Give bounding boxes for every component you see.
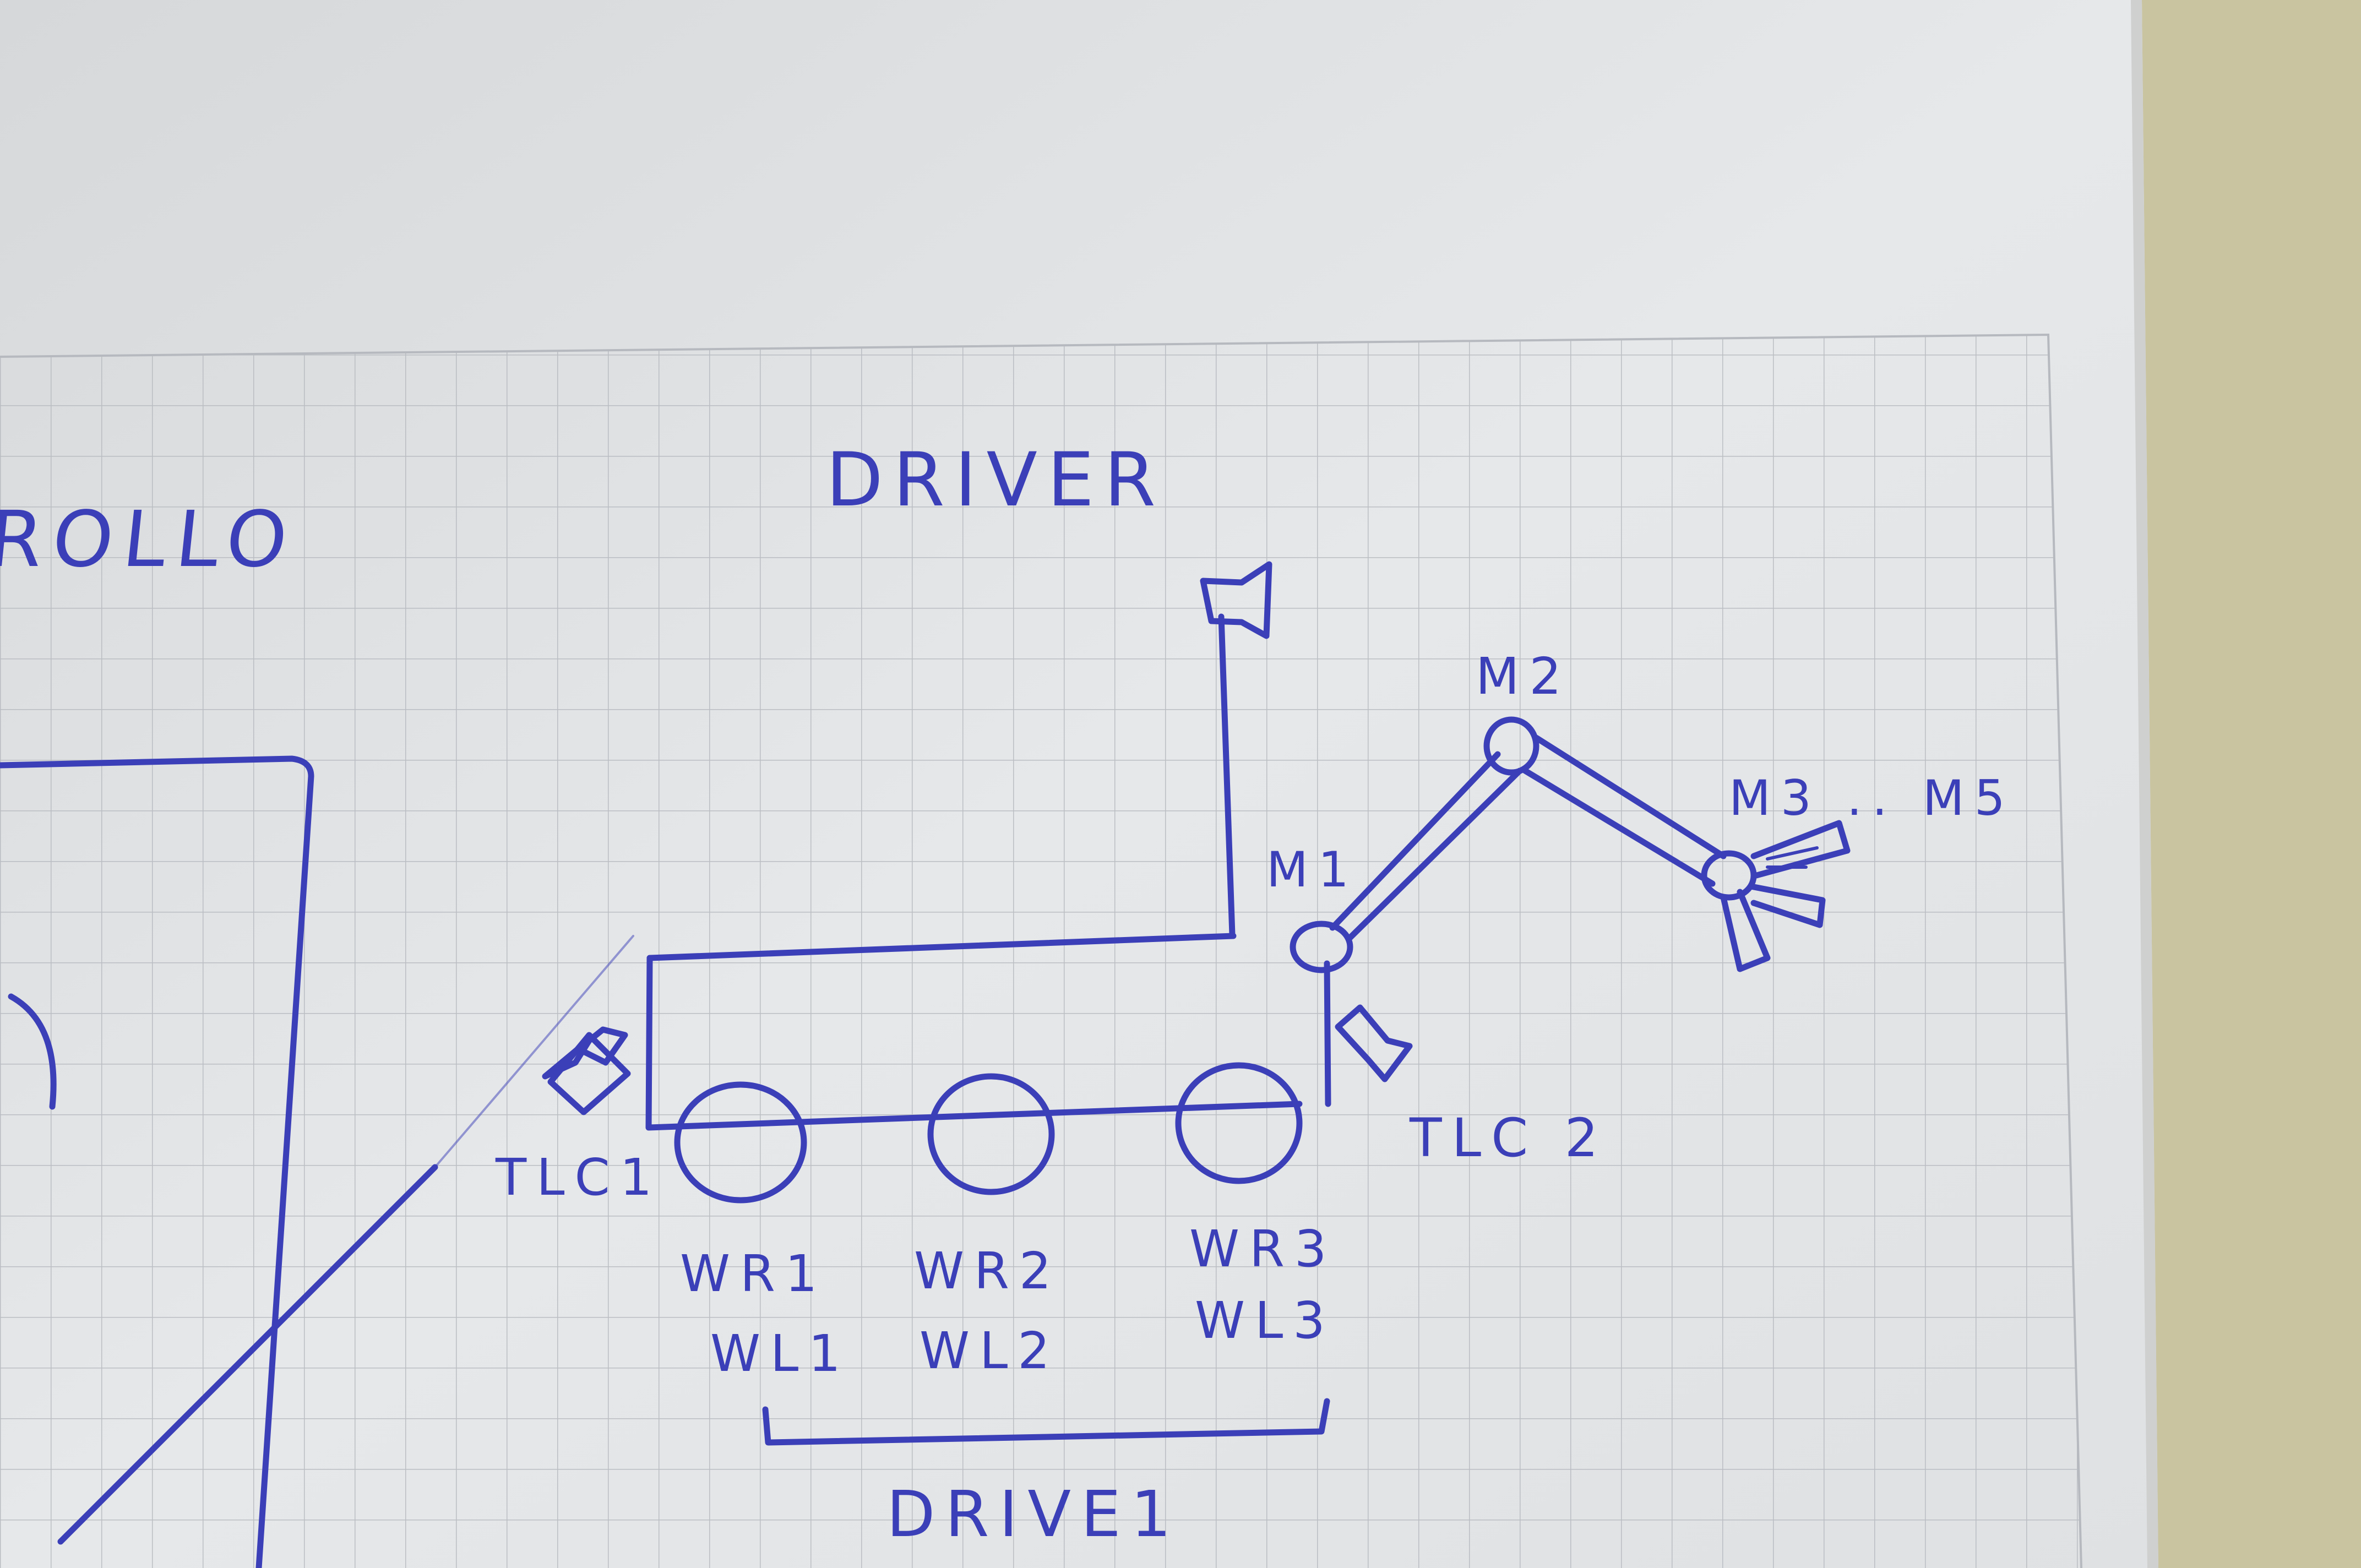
mast-camera-icon xyxy=(1200,561,1272,639)
wheel-1 xyxy=(674,1081,807,1204)
label-m3-m5: M3 .. M5 xyxy=(1729,770,2015,826)
paper-edge xyxy=(2131,0,2158,1568)
inner-arc xyxy=(8,993,57,1110)
gripper-finger-upper xyxy=(1750,820,1851,879)
label-wl3: WL3 xyxy=(1195,1291,1335,1350)
tlc1-camera-icon xyxy=(542,1026,628,1080)
label-m2: M2 xyxy=(1476,647,1571,706)
wheel-3 xyxy=(1175,1062,1303,1184)
label-wl1: WL1 xyxy=(710,1324,851,1383)
arm-link-2a xyxy=(1533,734,1727,859)
controller-box xyxy=(0,755,314,1568)
label-tlc2: TLC 2 xyxy=(1409,1107,1608,1169)
drive-bracket xyxy=(762,1398,1330,1446)
label-wr3: WR3 xyxy=(1189,1219,1336,1278)
diagonal-line-faint xyxy=(434,935,634,1168)
joint-m1 xyxy=(1290,921,1353,973)
label-tlc1: TLC1 xyxy=(495,1148,662,1207)
labels: TROLLO DRIVER TLC1 TLC 2 M1 M2 M3 .. M5 … xyxy=(0,437,2015,1551)
joint-m2 xyxy=(1483,716,1539,776)
arm-link-1b xyxy=(1346,767,1523,942)
mast xyxy=(1218,613,1236,938)
label-controllo: TROLLO xyxy=(0,495,302,585)
label-driver: DRIVER xyxy=(826,437,1166,523)
label-wl2: WL2 xyxy=(920,1321,1060,1380)
gripper-finger-bottom xyxy=(1720,889,1771,972)
robot-body-top xyxy=(646,933,1237,961)
diagonal-line xyxy=(57,1164,438,1545)
tlc2-camera-icon xyxy=(1335,1004,1413,1082)
robot-body xyxy=(645,955,1303,1131)
arm-link-2b xyxy=(1522,767,1716,887)
label-m1: M1 xyxy=(1266,841,1359,898)
robot-body-front xyxy=(1324,960,1331,1107)
arm-link-1a xyxy=(1329,751,1501,931)
wheel-2 xyxy=(927,1073,1055,1195)
ink-drawing xyxy=(0,561,1851,1568)
label-wr2: WR2 xyxy=(914,1242,1061,1300)
gripper-finger-lower xyxy=(1748,883,1826,928)
grid-paper-area xyxy=(0,333,2082,1568)
label-wr1: WR1 xyxy=(680,1244,827,1303)
label-drive1: DRIVE1 xyxy=(886,1478,1181,1551)
